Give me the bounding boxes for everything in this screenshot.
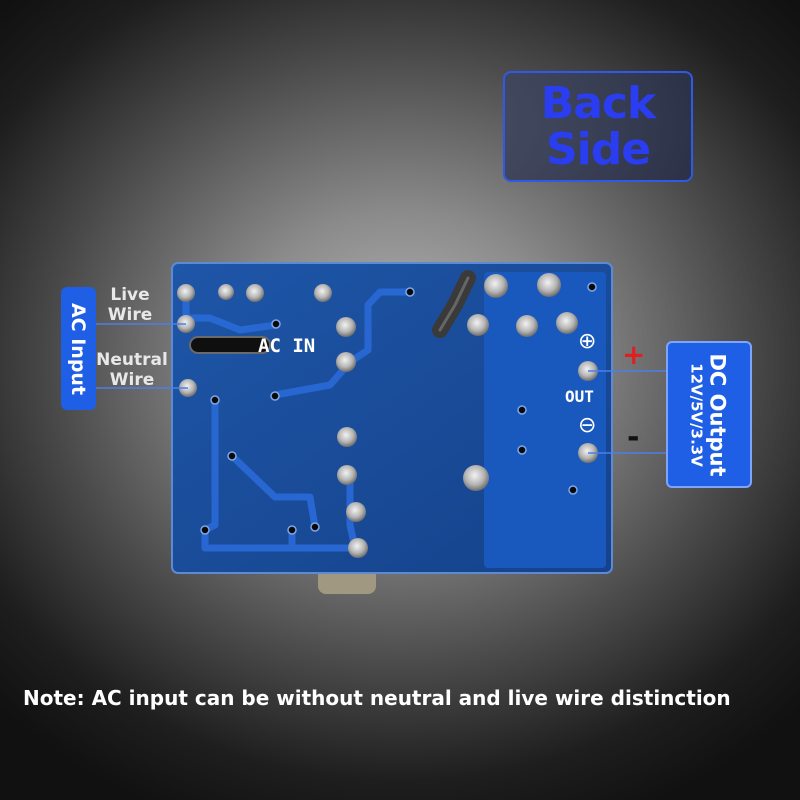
pad [516,315,538,337]
pad [348,538,368,558]
plus-symbol: ⊕ [578,329,596,354]
dc-minus-mark: - [627,420,640,455]
dc-output-tab: DC Output 12V/5V/3.3V [666,341,752,488]
pad [467,314,489,336]
dc-voltages-label: 12V/5V/3.3V [688,362,706,467]
pad [337,465,357,485]
pad [314,284,332,302]
ac-in-label: AC IN [258,335,315,357]
vias [200,282,597,535]
badge-line-2: Side [545,123,651,175]
minus-symbol: ⊖ [578,413,596,438]
ac-input-tab: AC Input [61,287,96,410]
pad [463,465,489,491]
note-text: Note: AC input can be without neutral an… [23,686,731,710]
solder-pads [177,273,598,558]
ac-input-label: AC Input [67,302,90,395]
pad [336,317,356,337]
live-wire-label: Live Wire [107,285,153,325]
back-side-badge: Back Side [503,71,693,182]
neutral-wire-label: Neutral Wire [96,350,168,390]
pointer-lines [96,323,666,454]
pad [337,427,357,447]
pad [246,284,264,302]
pad [336,352,356,372]
dc-plus-mark: + [622,338,646,371]
pad [537,273,561,297]
pad [218,284,234,300]
dc-output-label: DC Output [706,352,730,477]
out-label: OUT [565,387,594,406]
pad [177,284,195,302]
pad [346,502,366,522]
isolation-slot [189,336,271,354]
badge-line-1: Back [540,77,657,129]
pad [556,312,578,334]
pad [484,274,508,298]
